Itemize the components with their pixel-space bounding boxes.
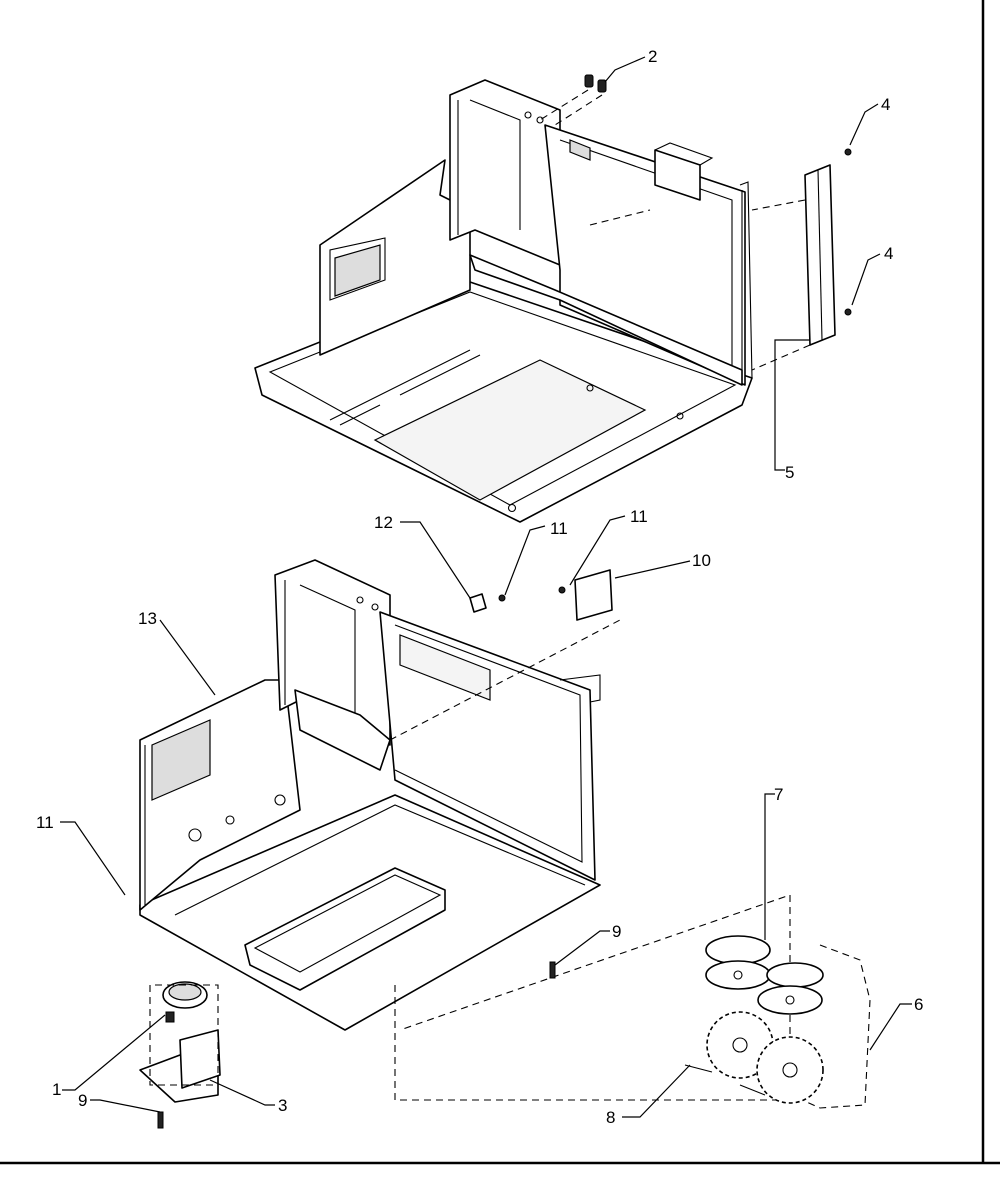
callout-4-upper: 4 [881,95,890,114]
callout-8: 8 [606,1108,615,1127]
callout-4-lower: 4 [884,244,893,263]
callout-11-b: 11 [630,507,648,526]
callout-13: 13 [138,609,157,628]
callout-7: 7 [774,785,783,804]
callout-11-a: 11 [550,519,568,538]
callout-1: 1 [52,1080,61,1099]
motor-and-bracket [139,981,221,1129]
callout-9-right: 9 [612,922,621,941]
callout-labels: 2 4 4 5 12 11 11 10 13 7 11 9 6 1 9 3 8 [36,47,923,1127]
callout-3: 3 [278,1096,287,1115]
small-parts-cluster [469,569,613,621]
upper-cabinet-assembly [254,79,753,523]
callout-10: 10 [692,551,711,570]
screw-pair [539,74,607,126]
callout-6: 6 [914,995,923,1014]
callout-5: 5 [785,463,794,482]
leader-lines [60,56,912,1118]
callout-9-left: 9 [78,1091,87,1110]
callout-11-c: 11 [36,813,54,832]
lower-cabinet-assembly [139,559,621,1031]
callout-2: 2 [648,47,657,66]
callout-12: 12 [374,513,393,532]
side-bracket [751,148,852,371]
turntable-gear-assembly [394,894,871,1109]
